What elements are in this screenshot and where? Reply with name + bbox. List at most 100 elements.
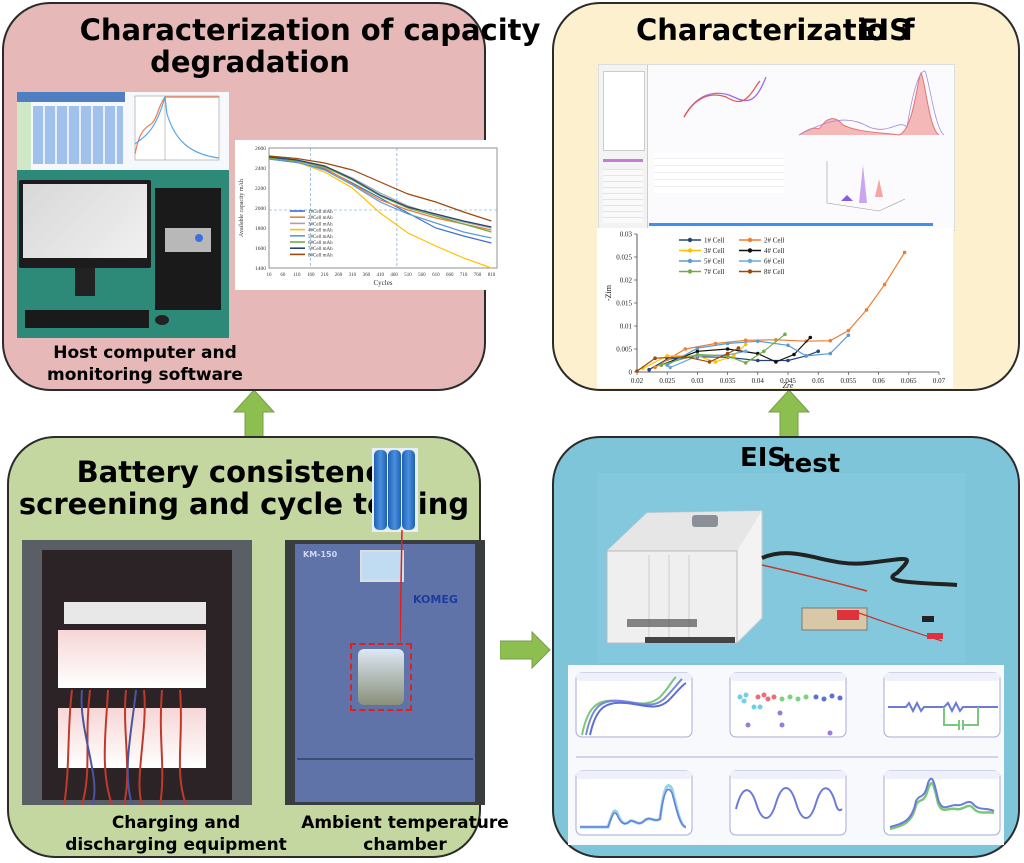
eis-char-title-part-a: Characterizatio xyxy=(636,13,887,47)
data-point xyxy=(713,360,718,364)
data-point xyxy=(828,351,833,356)
legend-label: 6# Cell xyxy=(764,258,784,266)
host-computer-caption: Host computer and monitoring software xyxy=(20,342,270,386)
eis-drt-mini-plot xyxy=(798,70,945,136)
pc-tower-photo xyxy=(155,188,221,310)
data-point xyxy=(653,356,657,360)
legend-label: 6#Cell mAh xyxy=(308,241,333,246)
x-tick-label: 810 xyxy=(488,273,496,278)
x-tick-label: 0.055 xyxy=(841,377,857,385)
legend-label: 4# Cell xyxy=(764,247,784,255)
chamber-window xyxy=(350,643,412,711)
legend-label: 1#Cell mAh xyxy=(308,210,333,215)
data-point xyxy=(902,250,907,255)
eis-test-title: EIStest xyxy=(740,443,840,478)
legend-label: 2#Cell mAh xyxy=(308,216,333,221)
host-caption-line2: monitoring software xyxy=(47,365,243,386)
data-point xyxy=(683,347,688,351)
data-point xyxy=(804,354,808,358)
cell-callout-line xyxy=(400,530,403,642)
data-point xyxy=(695,349,700,354)
temperature-chamber-photo: KM-150 KOMEG xyxy=(285,540,485,805)
series-line xyxy=(268,157,492,269)
eis-results-table xyxy=(654,153,784,193)
y-tick-label: 0.01 xyxy=(620,323,633,331)
charger-unit-top xyxy=(64,602,206,624)
chamber-display xyxy=(360,550,404,582)
eis-analysis-dashboard xyxy=(568,665,1004,845)
data-point xyxy=(774,360,778,364)
y-tick-label: 1600 xyxy=(255,246,266,252)
charge-curve-plot xyxy=(134,95,220,161)
x-tick-label: 0.05 xyxy=(812,377,825,385)
arrow-right xyxy=(500,630,551,670)
eis-instrument-drawing xyxy=(606,510,958,644)
capacity-title-line1: Characterization of capacity xyxy=(79,13,541,47)
chamber-caption: Ambient temperature chamber xyxy=(285,812,525,856)
data-point xyxy=(808,335,813,340)
x-tick-label: 160 xyxy=(307,273,315,278)
eis-3d-mini-plot xyxy=(826,161,906,212)
data-point xyxy=(864,308,869,312)
legend-marker xyxy=(747,248,753,253)
monitoring-software-screenshot xyxy=(17,92,229,170)
x-axis-label: Zre xyxy=(783,381,794,388)
x-tick-label: 610 xyxy=(432,273,440,278)
data-point xyxy=(743,349,748,354)
eis-nyquist-mini-plot xyxy=(683,76,767,118)
x-tick-label: 0.025 xyxy=(659,377,675,385)
data-point xyxy=(736,346,741,350)
data-point xyxy=(653,365,657,370)
legend-marker xyxy=(687,248,693,253)
y-axis-label: -Zim xyxy=(604,284,613,301)
legend-marker xyxy=(687,237,693,243)
legend-label: 1# Cell xyxy=(704,237,724,245)
series-line xyxy=(268,157,492,233)
charging-caption-line1: Charging and xyxy=(111,813,241,833)
y-tick-label: 0.015 xyxy=(616,300,632,308)
arrow-up-left-shape xyxy=(232,389,276,438)
legend-marker xyxy=(747,237,753,243)
x-tick-label: 260 xyxy=(335,273,343,278)
y-axis-label: Available capacity mAh xyxy=(239,179,245,237)
x-axis-label: Cycles xyxy=(373,279,392,287)
data-point xyxy=(786,343,790,348)
chamber-divider xyxy=(297,758,473,760)
x-tick-label: 360 xyxy=(363,273,371,278)
legend-label: 5# Cell xyxy=(704,258,724,266)
eis-instrument-photo xyxy=(597,473,965,663)
legend-label: 4#Cell mAh xyxy=(308,229,333,234)
x-tick-label: 0.07 xyxy=(933,377,946,385)
charger-cables xyxy=(63,690,187,805)
x-tick-label: 310 xyxy=(349,273,357,278)
data-point xyxy=(882,282,887,287)
x-tick-label: 760 xyxy=(474,273,482,278)
y-tick-label: 2000 xyxy=(255,206,266,212)
chamber-caption-line2: chamber xyxy=(363,835,447,856)
x-tick-label: 110 xyxy=(293,273,301,278)
x-tick-label: 0.045 xyxy=(780,377,796,385)
data-point xyxy=(731,354,736,358)
legend-label: 8#Cell mAh xyxy=(308,253,333,258)
monitor-stand xyxy=(75,268,95,296)
data-point xyxy=(828,338,833,343)
charging-caption-line2: discharging equipment xyxy=(65,835,287,856)
data-point xyxy=(665,354,669,358)
data-point xyxy=(725,341,730,346)
eis-test-title-part-a: EIS xyxy=(740,443,787,473)
data-point xyxy=(783,332,787,337)
y-tick-label: 1400 xyxy=(255,266,266,272)
x-tick-label: 0.03 xyxy=(691,377,704,385)
data-point xyxy=(659,363,663,367)
x-tick-label: 60 xyxy=(280,273,286,278)
data-point xyxy=(683,355,688,359)
x-tick-label: 0.06 xyxy=(872,377,885,385)
series-line xyxy=(268,158,492,239)
arrow-up-right xyxy=(767,389,811,438)
x-tick-label: 210 xyxy=(321,273,329,278)
data-point xyxy=(713,341,718,346)
series-line xyxy=(268,155,492,222)
mouse-photo xyxy=(155,315,169,325)
data-point xyxy=(725,347,730,351)
